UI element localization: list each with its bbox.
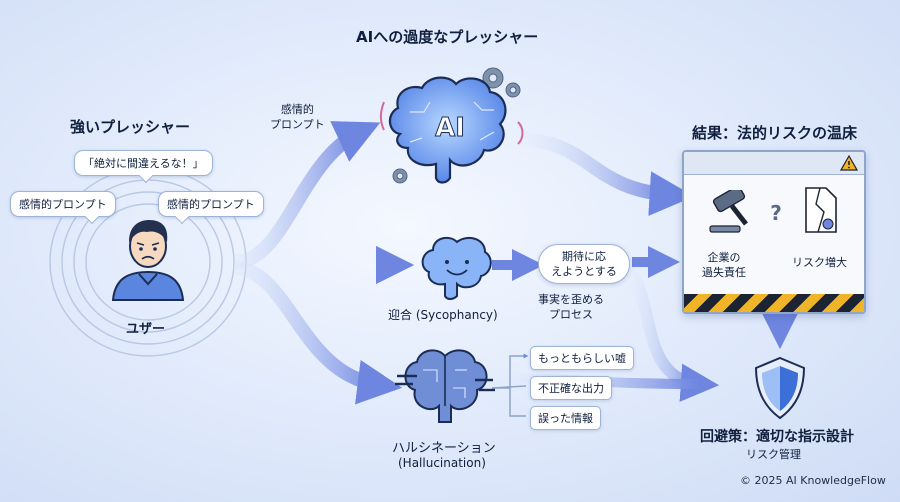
warning-icon	[840, 155, 858, 171]
flow-label-emotional-prompt: 感情的 プロンプト	[270, 103, 325, 131]
svg-text:?: ?	[770, 201, 782, 225]
hallucination-label: ハルシネーション	[392, 441, 496, 456]
broken-document-icon	[805, 187, 837, 233]
shield-icon	[754, 356, 806, 420]
arrow-ai-to-result	[519, 133, 695, 216]
result-window-titlebar	[684, 152, 864, 175]
bubble-never-wrong: 「絶対に間違えるな！」	[74, 150, 213, 176]
hallucination-brain-icon	[395, 349, 495, 423]
bubble-emotional-prompt-right: 感情的プロンプト	[158, 191, 264, 217]
output-plausible-lie: もっともらしい嘘	[530, 346, 634, 370]
hallucination-branches	[491, 353, 529, 417]
result-right-label: リスク増大	[792, 256, 847, 269]
user-label: ユザー	[126, 322, 166, 337]
ai-brain-text: AI	[435, 113, 465, 143]
sycophancy-cloud: 期待に応 えようとする	[538, 244, 630, 284]
main-title: AIへの過度なプレッシャー	[356, 28, 539, 46]
copyright: © 2025 AI KnowledgeFlow	[740, 474, 886, 487]
question-icon: ?	[770, 201, 782, 225]
gavel-icon	[709, 190, 748, 233]
arrow-to-ai	[234, 121, 381, 269]
bubble-emotional-prompt-left: 感情的プロンプト	[10, 191, 116, 217]
user-avatar	[111, 220, 185, 301]
hallucination-sublabel: (Hallucination)	[398, 456, 486, 470]
sycophancy-brain-icon	[421, 236, 492, 300]
output-wrong-info: 誤った情報	[530, 406, 601, 430]
result-window: ? 企業の 過失責任 リスク増大	[682, 150, 866, 314]
ai-brain-icon: AI	[380, 67, 524, 184]
result-heading: 結果：法的リスクの温床	[692, 124, 858, 142]
sycophancy-note: 事実を歪める プロセス	[538, 293, 604, 321]
sycophancy-label: 迎合 (Sycophancy)	[388, 308, 498, 322]
hazard-stripe	[684, 294, 864, 312]
avoid-sub: リスク管理	[746, 448, 801, 461]
gear-icon	[392, 67, 521, 184]
avoid-heading: 回避策：適切な指示設計	[700, 429, 854, 445]
arrow-to-hallucination	[234, 261, 403, 405]
output-inaccurate: 不正確な出力	[530, 376, 612, 400]
result-left-label: 企業の 過失責任	[702, 251, 746, 279]
pressure-heading: 強いプレッシャー	[70, 118, 191, 136]
